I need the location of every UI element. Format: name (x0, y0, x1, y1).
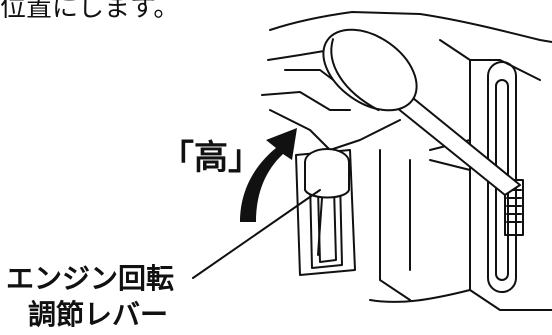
caption-fragment: 位置にします。 (0, 0, 180, 23)
body-outline (429, 159, 471, 171)
small-lever-knob-body (304, 161, 350, 199)
body-outline (267, 49, 331, 61)
body-outline (439, 39, 541, 81)
high-position-label: 「高」 (160, 138, 262, 178)
large-lever-knob (322, 28, 418, 112)
body-outline (469, 59, 552, 311)
body-outline (269, 11, 552, 43)
body-outline (369, 289, 471, 303)
body-outline (379, 149, 411, 301)
callout-leader-line (192, 189, 321, 279)
body-outline (261, 91, 351, 111)
callout-label-line2: 調節レバー (28, 298, 169, 331)
callout-label-line1: エンジン回転 (6, 262, 175, 295)
curved-up-arrow-icon (240, 128, 297, 222)
